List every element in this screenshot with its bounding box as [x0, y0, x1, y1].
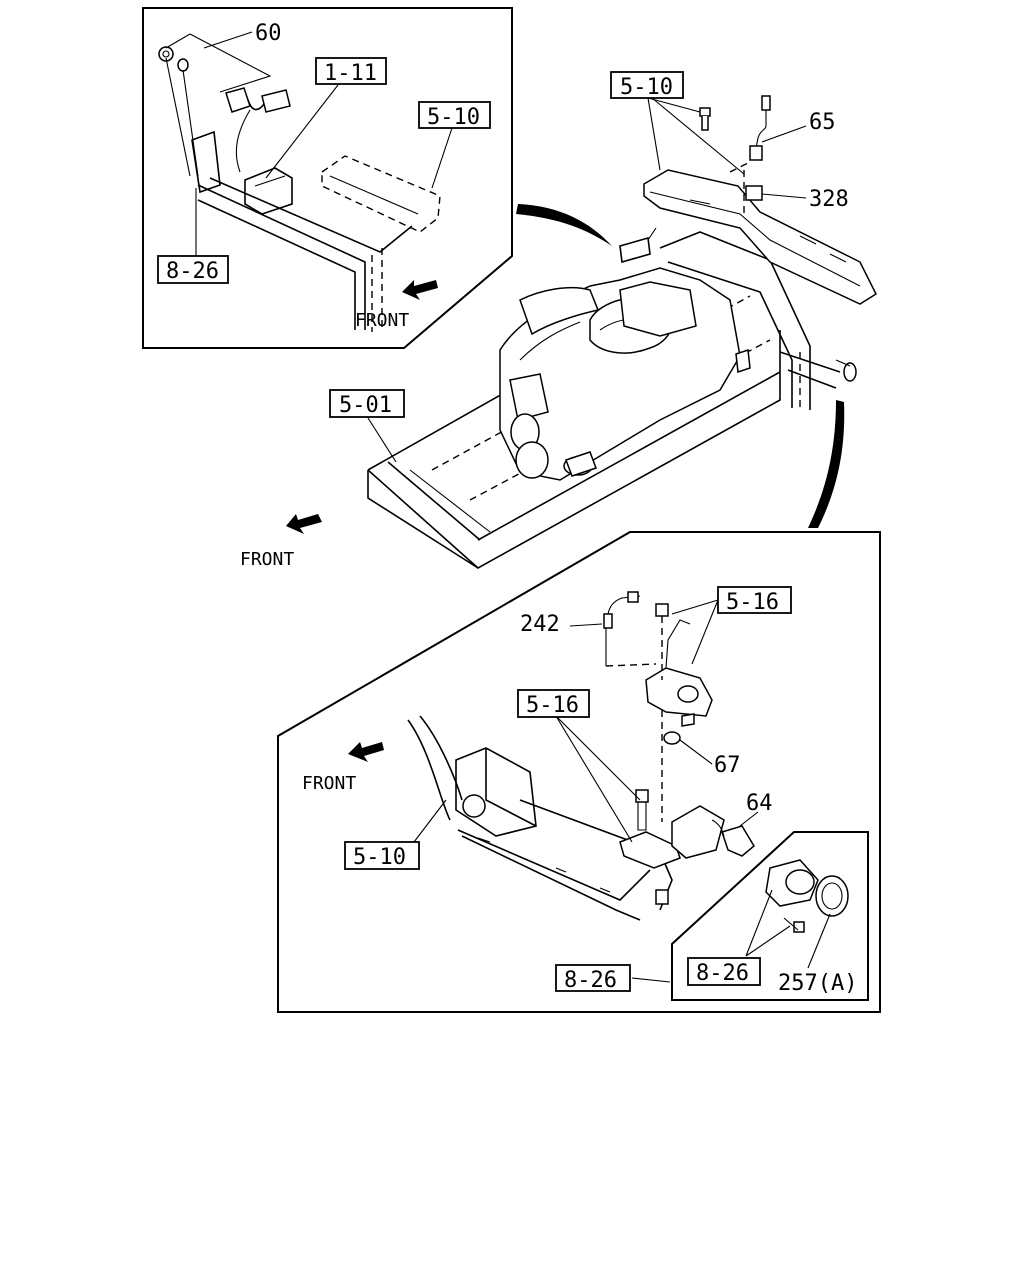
callout-60: 60 [255, 21, 282, 46]
ref-8-26-bottom-outer: 8-26 [564, 968, 617, 993]
ref-8-26-bottom-inner: 8-26 [696, 961, 749, 986]
callout-257a: 257(A) [778, 971, 857, 996]
callout-328: 328 [809, 187, 849, 212]
callout-242: 242 [520, 612, 560, 637]
ref-box-8-26-bottom-outer [555, 964, 631, 992]
front-label-bottom-inset: FRONT [302, 773, 356, 794]
ref-1-11: 1-11 [324, 61, 377, 86]
ref-box-5-16-left [517, 689, 590, 718]
front-label-top-inset: FRONT [355, 310, 409, 331]
ref-box-8-26-top-inset [157, 255, 229, 284]
ref-5-10-top-right: 5-10 [620, 75, 673, 100]
connector-curve-bottom [808, 400, 845, 528]
callout-64: 64 [746, 791, 773, 816]
ref-box-5-01 [329, 389, 405, 418]
callout-67: 67 [714, 753, 741, 778]
ref-5-16-right: 5-16 [726, 590, 779, 615]
ref-box-5-10-top-inset [418, 101, 491, 129]
front-label-main: FRONT [240, 549, 294, 570]
ref-box-5-10-bottom [344, 841, 420, 870]
ref-box-5-16-right [717, 586, 792, 614]
bottom-inset [277, 531, 881, 1013]
top-left-inset [142, 7, 513, 349]
ref-8-26-top-inset: 8-26 [166, 259, 219, 284]
connector-curve-top [516, 204, 612, 246]
ref-box-1-11 [315, 57, 387, 85]
ref-5-10-bottom: 5-10 [353, 845, 406, 870]
ref-box-8-26-bottom-inner [687, 957, 761, 986]
main-assembly [286, 95, 877, 569]
ref-5-10-top-inset: 5-10 [427, 105, 480, 130]
ref-5-16-left: 5-16 [526, 693, 579, 718]
ref-box-5-10-top-right [610, 71, 684, 99]
ref-5-01: 5-01 [339, 393, 392, 418]
callout-65: 65 [809, 110, 836, 135]
